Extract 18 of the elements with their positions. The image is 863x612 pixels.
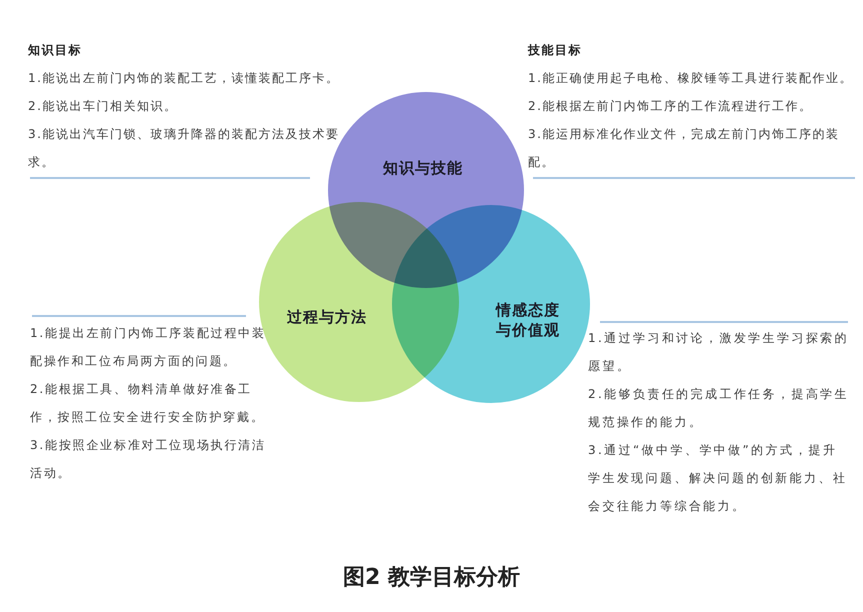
goal-item: 3.通过“做中学、学中做”的方式，提升学生发现问题、解决问题的创新能力、社会交往能力等综合能力。 [588,442,848,515]
goal-heading: 知识目标 [28,42,82,59]
goal-item: 2.能够负责任的完成工作任务，提高学生规范操作的能力。 [588,386,850,431]
goal-item: 3.能运用标准化作业文件，完成左前门内饰工序的装配。 [528,126,840,171]
goal-item: 1.能正确使用起子电枪、橡胶锤等工具进行装配作业。 [528,70,853,87]
circle-label: 情感态度与价值观 [495,300,561,340]
goal-item: 2.能根据左前门内饰工序的工作流程进行工作。 [528,98,812,115]
goal-item: 1.能说出左前门内饰的装配工艺，读懂装配工序卡。 [28,70,340,87]
goal-item: 2.能说出车门相关知识。 [28,98,178,115]
goal-item: 2.能根据工具、物料清单做好准备工作，按照工位安全进行安全防护穿戴。 [30,381,266,426]
goal-item: 3.能说出汽车门锁、玻璃升降器的装配方法及技术要求。 [28,126,340,171]
goal-item: 3.能按照企业标准对工位现场执行清洁活动。 [30,437,266,482]
figure-caption: 图2 教学目标分析 [343,564,520,592]
goal-heading: 技能目标 [528,42,582,59]
circle-label: 知识与技能 [382,158,464,178]
goal-item: 1.通过学习和讨论，激发学生学习探索的愿望。 [588,330,850,375]
goal-item: 1.能提出左前门内饰工序装配过程中装配操作和工位布局两方面的问题。 [30,325,266,370]
circle-label: 过程与方法 [286,307,368,327]
